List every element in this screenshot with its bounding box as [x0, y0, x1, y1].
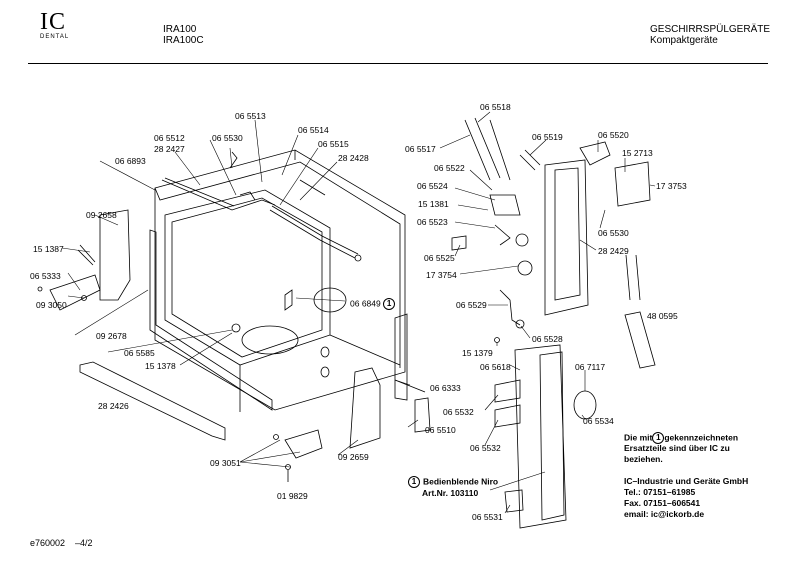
part-label-065510: 06 5510	[425, 425, 456, 435]
ic-marker-symbol: 1	[383, 298, 396, 310]
bedienblende-title: Bedienblende Niro	[423, 476, 499, 487]
leader-lines	[61, 111, 656, 514]
part-label-065520: 06 5520	[598, 130, 629, 140]
ic-parts-note-line2: Ersatzteile sind über IC zu	[624, 443, 730, 453]
part-label-065517: 06 5517	[405, 144, 436, 154]
part-label-173754: 17 3754	[426, 270, 457, 280]
part-label-065530-b: 06 5530	[598, 228, 629, 238]
note-text-a: Die mit	[624, 432, 653, 443]
model-number-2: IRA100C	[163, 35, 204, 46]
part-label-066333: 06 6333	[430, 383, 461, 393]
part-label-282428: 28 2428	[338, 153, 369, 163]
part-label-065585: 06 5585	[124, 348, 155, 358]
part-label-065514: 06 5514	[298, 125, 329, 135]
header-divider	[28, 63, 768, 64]
page-number: –4/2	[75, 538, 93, 548]
part-label-151387: 15 1387	[33, 244, 64, 254]
left-hinge-drawing	[37, 209, 131, 311]
logo-subtitle: DENTAL	[40, 34, 70, 40]
ic-parts-note-line3: beziehen.	[624, 454, 663, 464]
part-label-065532-b: 06 5532	[470, 443, 501, 453]
part-label-065333: 06 5333	[30, 271, 61, 281]
bottom-strip-drawing	[79, 361, 226, 441]
part-label-093050: 09 3050	[36, 300, 67, 310]
part-label-066893: 06 6893	[115, 156, 146, 166]
company-fax: Fax. 07151–606541	[624, 498, 701, 508]
part-label-282429: 28 2429	[598, 246, 629, 256]
part-label-065523: 06 5523	[417, 217, 448, 227]
part-label-065530-a: 06 5530	[212, 133, 243, 143]
part-label-065618: 06 5618	[480, 362, 511, 372]
note-text-b: gekennzeichneten	[664, 432, 739, 443]
part-label-019829: 01 9829	[277, 491, 308, 501]
part-label-152713: 15 2713	[622, 148, 653, 158]
part-label-065515: 06 5515	[318, 139, 349, 149]
model-number-1: IRA100	[163, 24, 197, 35]
part-label-173753: 17 3753	[656, 181, 687, 191]
ic-marker-symbol: 1	[652, 432, 665, 444]
part-label-065524: 06 5524	[417, 181, 448, 191]
part-label-092678: 09 2678	[96, 331, 127, 341]
part-label-065531: 06 5531	[472, 512, 503, 522]
part-label-282426: 28 2426	[98, 401, 129, 411]
part-label-065518: 06 5518	[480, 102, 511, 112]
part-label-151379: 15 1379	[462, 348, 493, 358]
part-label-065512: 06 5512	[154, 133, 185, 143]
part-label-282427: 28 2427	[154, 144, 185, 154]
part-label-480595: 48 0595	[647, 311, 678, 321]
part-label-065525: 06 5525	[424, 253, 455, 263]
part-label-065519: 06 5519	[532, 132, 563, 142]
bedienblende-article-number: Art.Nr. 103110	[422, 488, 479, 498]
part-number-066849: 06 6849	[350, 298, 381, 309]
right-hinge-drawing	[273, 313, 431, 482]
part-label-065528: 06 5528	[532, 334, 563, 344]
part-label-065522: 06 5522	[434, 163, 465, 173]
company-name: IC–Industrie und Geräte GmbH	[624, 476, 749, 486]
logo-wordmark: IC	[40, 9, 66, 35]
part-label-151381: 15 1381	[418, 199, 449, 209]
part-label-065529: 06 5529	[456, 300, 487, 310]
ic-marker-symbol: 1	[408, 476, 420, 488]
document-number: e760002	[30, 538, 66, 548]
company-email: email: ic@ickorb.de	[624, 509, 705, 519]
part-label-066849: 06 6849 1	[350, 298, 396, 310]
product-subcategory: Kompaktgeräte	[650, 35, 718, 46]
part-label-067117: 06 7117	[575, 362, 606, 372]
part-label-065513: 06 5513	[235, 111, 266, 121]
part-label-093051: 09 3051	[210, 458, 241, 468]
product-category: GESCHIRRSPÜLGERÄTE	[650, 24, 771, 35]
part-label-065532-a: 06 5532	[443, 407, 474, 417]
part-label-065534: 06 5534	[583, 416, 614, 426]
part-label-092658: 09 2658	[86, 210, 117, 220]
company-telephone: Tel.: 07151–61985	[624, 487, 696, 497]
brand-logo: IC DENTAL	[40, 10, 69, 41]
part-label-151378: 15 1378	[145, 361, 176, 371]
part-label-092659: 09 2659	[338, 452, 369, 462]
tub-housing-drawing	[149, 149, 406, 412]
control-module-drawing	[451, 117, 656, 529]
